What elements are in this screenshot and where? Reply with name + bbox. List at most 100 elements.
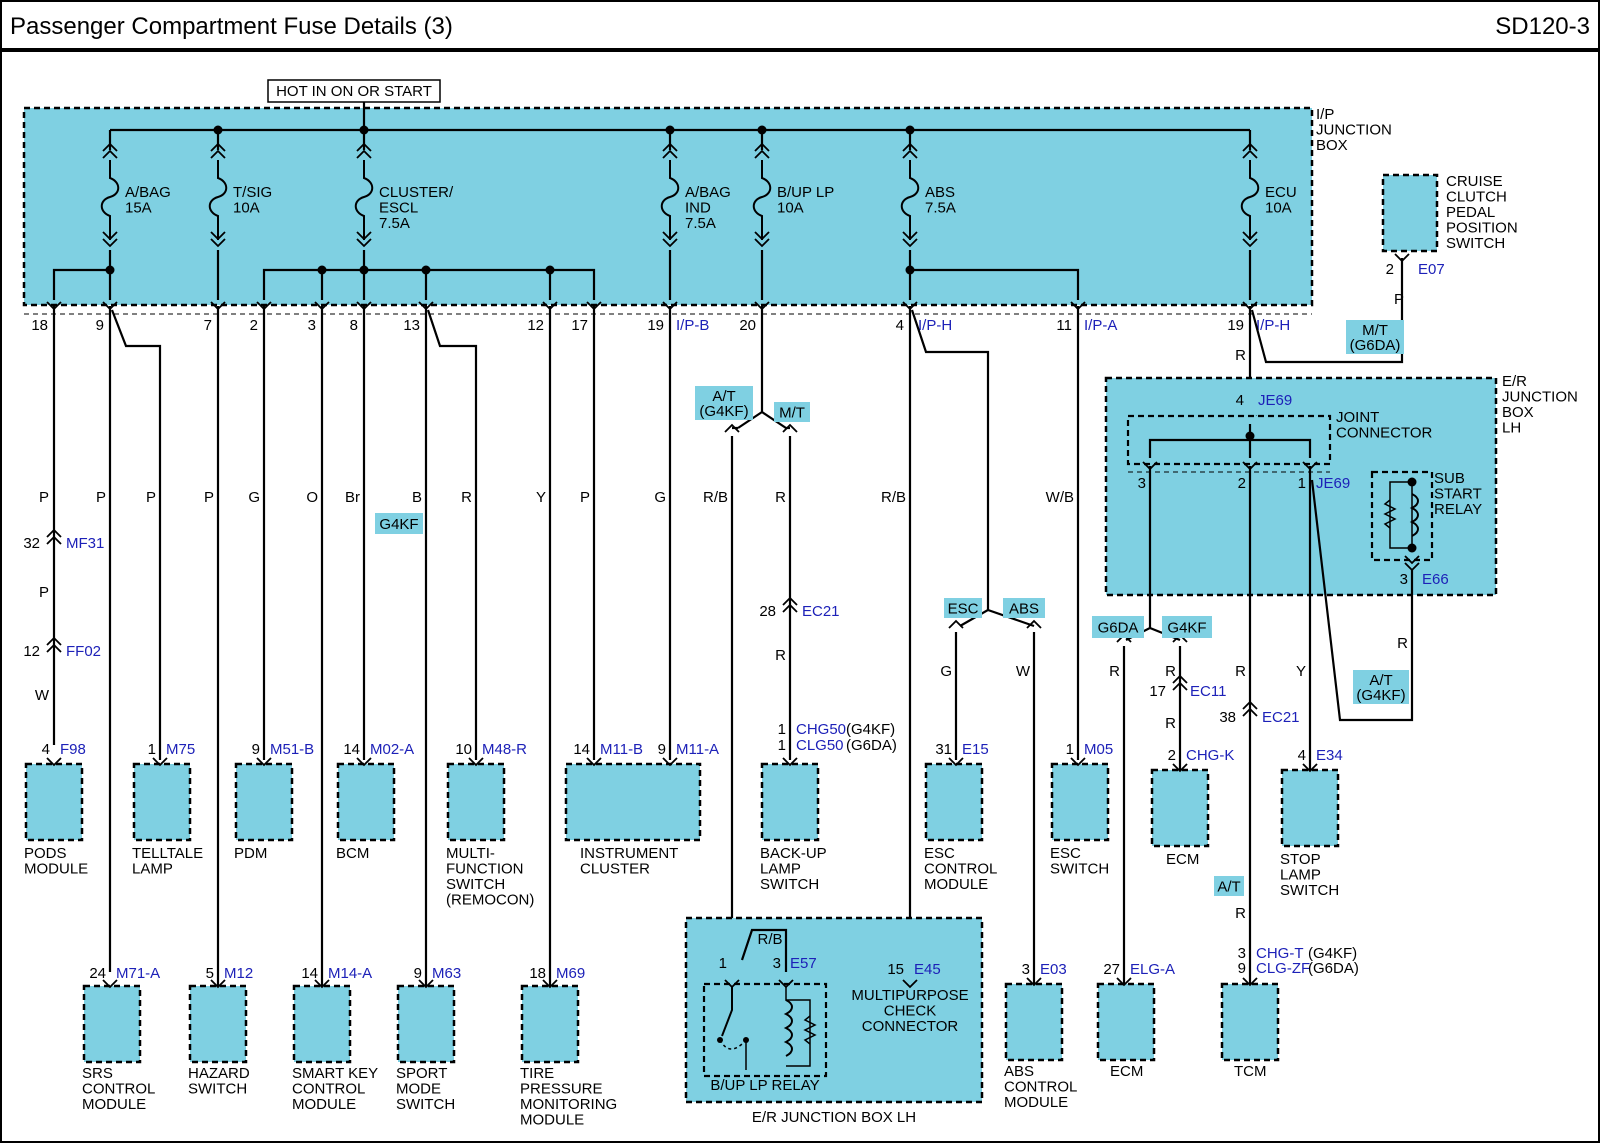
cruise-switch-label: PEDAL [1446, 204, 1495, 221]
connector-chevron [210, 238, 226, 248]
pin: 1 [778, 737, 786, 754]
connector-name: JE69 [1316, 475, 1350, 492]
wire-color: G [248, 489, 260, 506]
wire-color: Br [345, 489, 360, 506]
component-label: CONTROL [1004, 1079, 1077, 1096]
connector-chevron [418, 979, 434, 989]
option-tag-at [1214, 876, 1244, 896]
fuse-label: 15A [125, 200, 152, 217]
connector-chevron [356, 142, 372, 152]
connector-chevron [662, 149, 678, 159]
ip-pin-number: 8 [350, 317, 358, 334]
component-top-5 [564, 762, 702, 842]
option-tag-text: (G6DA) [1350, 337, 1401, 354]
connector-name: MF31 [66, 535, 104, 552]
fuse-symbol [208, 160, 228, 240]
er-junction-box-label: E/R [1502, 373, 1527, 390]
component-label: ECM [1166, 851, 1199, 868]
ip-pin-number: 13 [403, 317, 420, 334]
connector-name: E57 [790, 955, 817, 972]
component-label: SWITCH [760, 876, 819, 893]
connector-chevron [662, 238, 678, 248]
ip-pin-number: 19 [647, 317, 664, 334]
component-label: MODULE [24, 861, 88, 878]
connector-chevron [1242, 149, 1258, 159]
pin: 28 [759, 603, 776, 620]
wire-color: P [146, 489, 156, 506]
component-label: LAMP [132, 861, 173, 878]
option-tag-text: ESC [948, 601, 979, 618]
pin: 31 [935, 741, 952, 758]
connector-name: M71-A [116, 965, 160, 982]
component-label: ABS [1004, 1063, 1034, 1080]
wire-color: P [580, 489, 590, 506]
component-label: ECM [1110, 1063, 1143, 1080]
wire-color: G [940, 663, 952, 680]
ip-pin-number: 12 [527, 317, 544, 334]
fuse-label: CLUSTER/ [379, 184, 454, 201]
option-text: (G6DA) [846, 737, 897, 754]
component-label: CONTROL [82, 1081, 155, 1098]
er-junction-box-lh-label: E/R JUNCTION BOX LH [752, 1109, 916, 1126]
connector-name: CLG-ZF [1256, 960, 1310, 977]
joint-connector-label: CONNECTOR [1336, 425, 1433, 442]
component-bottom-3 [396, 984, 456, 1064]
pin: 14 [573, 741, 590, 758]
component-bottom-4 [520, 984, 580, 1064]
option-tag-esc [944, 598, 982, 618]
relay-resistor [1383, 499, 1397, 529]
connector-chevron [662, 231, 678, 241]
connector-chevron [356, 149, 372, 159]
joint-pin: 1 [1298, 475, 1306, 492]
component-label: MONITORING [520, 1096, 617, 1113]
component-label: CLUSTER [580, 861, 650, 878]
component-label: MULTI- [446, 845, 495, 862]
ip-connector-name: I/P-H [1256, 317, 1290, 334]
component-label: MODULE [82, 1096, 146, 1113]
component-top-0 [24, 762, 84, 842]
component-label: LAMP [1280, 867, 1321, 884]
connector-name: F98 [60, 741, 86, 758]
connector-chevron [210, 979, 226, 989]
component-label: HAZARD [188, 1065, 250, 1082]
connector-name: CHG50 [796, 721, 846, 738]
connector-name: M11-B [600, 741, 643, 758]
component-label: ESC [1050, 845, 1081, 862]
component-label: BACK-UP [760, 845, 827, 862]
connector-chevron [102, 142, 118, 152]
pin: 1 [778, 721, 786, 738]
connector-chevron [1172, 763, 1188, 773]
connector-chevron [754, 149, 770, 159]
pin: 15 [887, 961, 904, 978]
connector-chevron [782, 757, 798, 767]
pin: 1 [719, 955, 727, 972]
wire-color: W [35, 687, 50, 704]
ip-pin-number: 20 [739, 317, 756, 334]
ip-pin-number: 11 [1056, 317, 1072, 334]
connector-chevron [948, 619, 964, 629]
fuse-symbol [900, 160, 920, 240]
fuse-label: T/SIG [233, 184, 272, 201]
pin: 9 [414, 965, 422, 982]
component-label: STOP [1280, 851, 1321, 868]
wire-color: B [412, 489, 422, 506]
fuse-symbol [354, 160, 374, 240]
ip-pin-number: 17 [571, 317, 588, 334]
mpc-connector-label: CONNECTOR [862, 1018, 959, 1035]
pin: 5 [206, 965, 214, 982]
connector-chevron [782, 603, 798, 613]
page-title: Passenger Compartment Fuse Details (3) [10, 13, 453, 40]
component-label: PODS [24, 845, 67, 862]
connector-chevron [1242, 231, 1258, 241]
connector-chevron [1242, 700, 1258, 710]
joint-pin: 2 [1238, 475, 1246, 492]
option-text: (G4KF) [1308, 945, 1357, 962]
component-label: SMART KEY [292, 1065, 378, 1082]
option-tag-g4kf [375, 513, 423, 534]
ip-pin-number: 2 [250, 317, 258, 334]
connector-chevron [102, 238, 118, 248]
connector-chevron [102, 231, 118, 241]
cruise-clutch-switch [1381, 173, 1439, 253]
pin: 3 [1400, 571, 1408, 588]
